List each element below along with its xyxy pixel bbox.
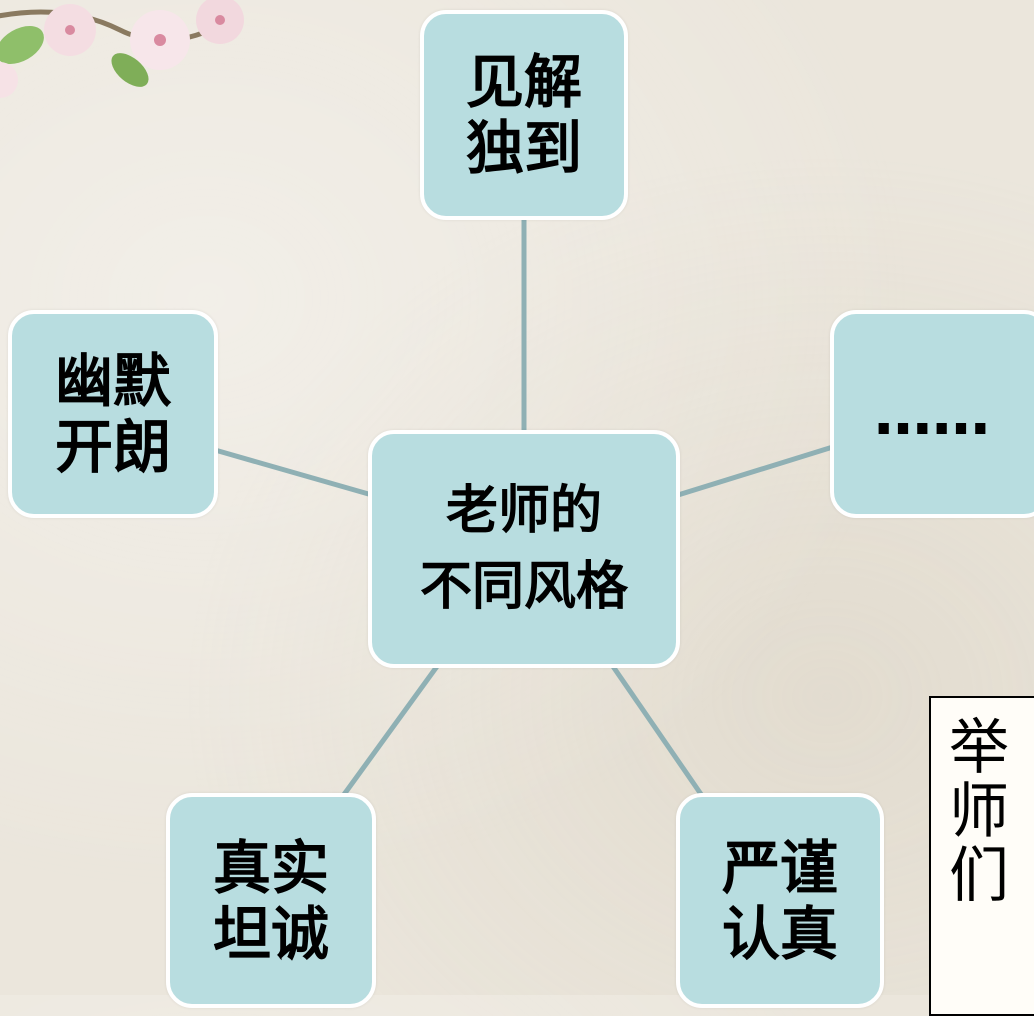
node-bottom-right-line1: 严谨 bbox=[721, 833, 838, 902]
node-left-line1: 幽默 bbox=[54, 347, 171, 415]
connector-bottom-right bbox=[609, 663, 708, 802]
node-top-line1: 见解 bbox=[465, 48, 582, 116]
note-line2: 师 bbox=[949, 777, 1009, 847]
note-box: 举 师 们 bbox=[929, 696, 1034, 1016]
node-bottom-right-line2: 认真 bbox=[721, 899, 838, 968]
node-bottom-left: 真实 坦诚 bbox=[166, 793, 376, 1008]
cherry-blossom-decoration bbox=[0, 0, 244, 98]
connector-bottom-left bbox=[337, 663, 441, 802]
connector-lines bbox=[214, 220, 837, 802]
connector-right bbox=[677, 443, 837, 498]
node-top: 见解 独到 bbox=[420, 10, 628, 220]
node-bottom-right: 严谨 认真 bbox=[676, 793, 884, 1008]
note-line1: 举 bbox=[949, 713, 1009, 783]
node-left: 幽默 开朗 bbox=[8, 310, 218, 518]
note-line3: 们 bbox=[949, 841, 1009, 911]
node-left-line2: 开朗 bbox=[54, 413, 171, 481]
node-right-line1: …… bbox=[874, 380, 990, 448]
connector-left bbox=[214, 447, 373, 498]
node-center: 老师的 不同风格 bbox=[368, 430, 680, 668]
node-bottom-left-line2: 坦诚 bbox=[212, 899, 329, 968]
node-top-line2: 独到 bbox=[465, 114, 582, 182]
node-bottom-left-line1: 真实 bbox=[212, 833, 329, 902]
node-right: …… bbox=[830, 310, 1034, 518]
center-line2: 不同风格 bbox=[419, 557, 628, 617]
center-line1: 老师的 bbox=[445, 481, 602, 541]
